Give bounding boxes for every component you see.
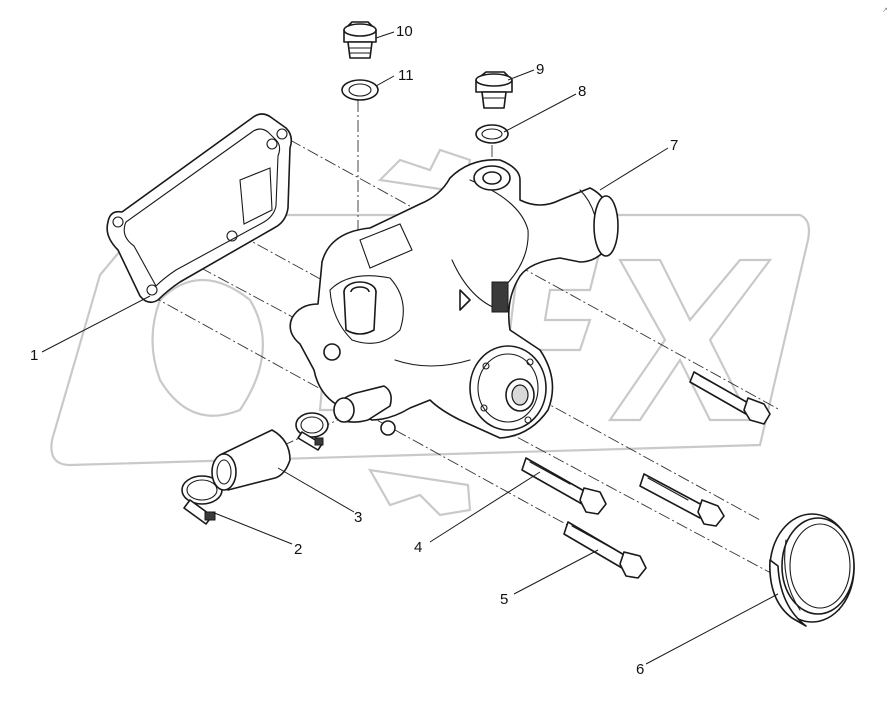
washer-8 xyxy=(475,124,509,144)
corner-mark: ↗ xyxy=(882,6,888,14)
bolt-4 xyxy=(521,457,607,515)
callout-1: 1 xyxy=(30,347,38,364)
callout-10: 10 xyxy=(396,23,413,40)
plug-10 xyxy=(343,21,377,59)
washer-11 xyxy=(341,79,379,101)
callout-2: 2 xyxy=(294,541,302,558)
hose-part xyxy=(211,429,291,491)
leader-lines xyxy=(41,31,779,665)
callout-labels: 1 2 3 4 5 6 7 8 9 10 11 xyxy=(30,23,678,678)
callout-8: 8 xyxy=(578,83,586,100)
callout-11: 11 xyxy=(398,67,414,84)
bolt-upper-right xyxy=(689,371,771,425)
pulley-ring-6 xyxy=(769,513,855,627)
callout-5: 5 xyxy=(500,591,508,608)
callout-7: 7 xyxy=(670,137,678,154)
hose-clamp-lower xyxy=(181,475,223,525)
bolt-middle-right xyxy=(639,473,725,527)
hose-clamp-upper xyxy=(295,412,329,451)
callout-3: 3 xyxy=(354,509,362,526)
callout-6: 6 xyxy=(636,661,644,678)
bolt-5 xyxy=(563,521,647,579)
water-pump-housing xyxy=(289,159,619,439)
callout-9: 9 xyxy=(536,61,544,78)
callout-4: 4 xyxy=(414,539,422,556)
gasket-part xyxy=(106,113,293,304)
plug-9 xyxy=(475,71,513,109)
